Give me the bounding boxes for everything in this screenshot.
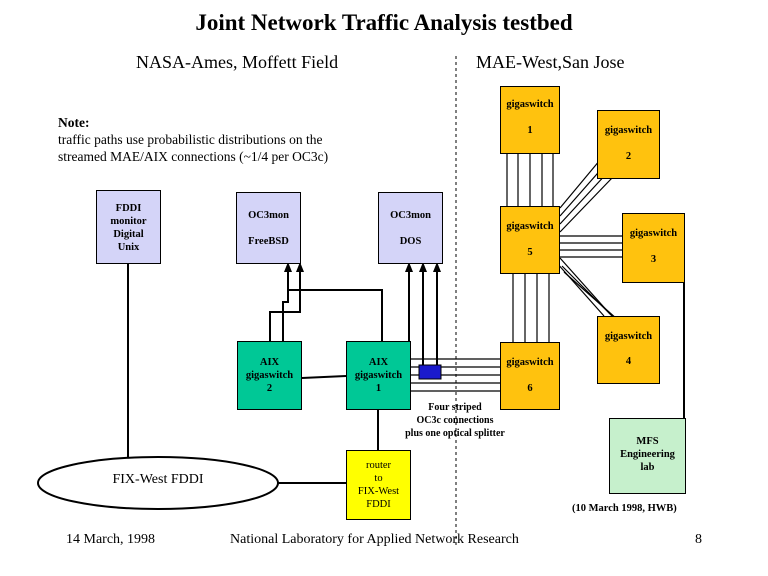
credit-annotation: (10 March 1998, HWB): [572, 503, 677, 514]
note-heading: Note:: [58, 115, 90, 130]
link-aix2-aix1: [301, 375, 347, 379]
aix2-line-3: 2: [266, 383, 273, 394]
footer-organization: National Laboratory for Applied Network …: [230, 532, 519, 547]
gigaswitch-3-box: gigaswitch 3: [622, 213, 685, 283]
gigaswitch-4-box: gigaswitch 4: [597, 316, 660, 384]
striped-line-2: OC3c connections: [416, 415, 494, 426]
mfs-line-1: MFS: [636, 436, 659, 447]
oc3mon-freebsd-box: OC3mon FreeBSD: [236, 192, 301, 264]
router-line-1: router: [365, 460, 392, 471]
mfs-line-3: lab: [640, 462, 655, 473]
gs5-num: 5: [527, 247, 533, 258]
oc3mon-dos-os: DOS: [399, 236, 422, 247]
links-gs5-gs3: [560, 235, 622, 258]
oc3mon-freebsd-os: FreeBSD: [248, 236, 289, 247]
aix1-line-3: 1: [375, 383, 382, 394]
router-line-4: FDDI: [366, 499, 391, 510]
oc3mon-freebsd-name: OC3mon: [248, 210, 289, 221]
links-gs1-gs5: [506, 154, 554, 206]
gs6-num: 6: [527, 383, 533, 394]
footer-date: 14 March, 1998: [66, 532, 156, 547]
striped-line-1: Four striped: [428, 402, 482, 413]
router-line-2: to: [374, 473, 383, 484]
striped-line-3: plus one optical splitter: [405, 428, 505, 439]
oc3mon-dos-box: OC3mon DOS: [378, 192, 443, 264]
fddi-monitor-line-2: monitor: [110, 216, 147, 227]
router-box: router to FIX-West FDDI: [346, 450, 411, 520]
gs4-num: 4: [625, 356, 632, 367]
oc3mon-dos-name: OC3mon: [390, 210, 431, 221]
gs3-name: gigaswitch: [629, 228, 678, 239]
arrow-heads-dos: [405, 262, 441, 272]
fddi-monitor-box: FDDI monitor Digital Unix: [96, 190, 161, 264]
gs1-name: gigaswitch: [506, 99, 554, 110]
gigaswitch-5-box: gigaswitch 5: [500, 206, 560, 274]
gs2-name: gigaswitch: [604, 125, 653, 136]
gigaswitch-1-box: gigaswitch 1: [500, 86, 560, 154]
slide-title: Joint Network Traffic Analysis testbed: [195, 10, 573, 35]
fix-west-label: FIX-West FDDI: [112, 472, 204, 487]
gs3-num: 3: [650, 254, 657, 265]
gigaswitch-2-box: gigaswitch 2: [597, 110, 660, 179]
aix1-line-2: gigaswitch: [354, 370, 403, 381]
aix-gigaswitch-1-box: AIX gigaswitch 1: [346, 341, 411, 410]
gs1-num: 1: [527, 125, 533, 136]
arrows-aix2-oc3mon-freebsd: [269, 266, 301, 342]
site-label-nasa-ames: NASA-Ames, Moffett Field: [136, 52, 339, 72]
optical-splitter-block: [418, 364, 442, 380]
footer-page-number: 8: [695, 532, 702, 547]
fix-west-ring: [37, 456, 279, 510]
gs4-name: gigaswitch: [604, 331, 653, 342]
mfs-line-2: Engineering: [620, 449, 675, 460]
links-gs5-gs2: [559, 159, 613, 233]
fddi-monitor-line-4: Unix: [117, 242, 140, 253]
site-label-mae-west: MAE-West,San Jose: [476, 52, 625, 72]
links-gs5-gs4: [555, 257, 619, 321]
note-block: Note: traffic paths use probabilistic di…: [58, 114, 398, 165]
aix2-line-2: gigaswitch: [245, 370, 294, 381]
router-line-3: FIX-West: [357, 486, 400, 497]
striped-connections-annotation: Four striped OC3c connections plus one o…: [398, 401, 512, 440]
aix2-line-1: AIX: [259, 357, 280, 368]
fddi-monitor-line-3: Digital: [113, 229, 144, 240]
gs6-name: gigaswitch: [506, 357, 554, 368]
aix-gigaswitch-2-box: AIX gigaswitch 2: [237, 341, 302, 410]
note-line-1: traffic paths use probabilistic distribu…: [58, 132, 323, 147]
gs2-num: 2: [625, 151, 632, 162]
gigaswitch-6-box: gigaswitch 6: [500, 342, 560, 410]
fddi-monitor-line-1: FDDI: [115, 203, 142, 214]
gs5-name: gigaswitch: [506, 221, 554, 232]
mfs-engineering-lab-box: MFS Engineering lab: [609, 418, 686, 494]
links-gs5-gs6: [512, 274, 550, 342]
note-line-2: streamed MAE/AIX connections (~1/4 per O…: [58, 149, 329, 164]
aix1-line-1: AIX: [368, 357, 389, 368]
